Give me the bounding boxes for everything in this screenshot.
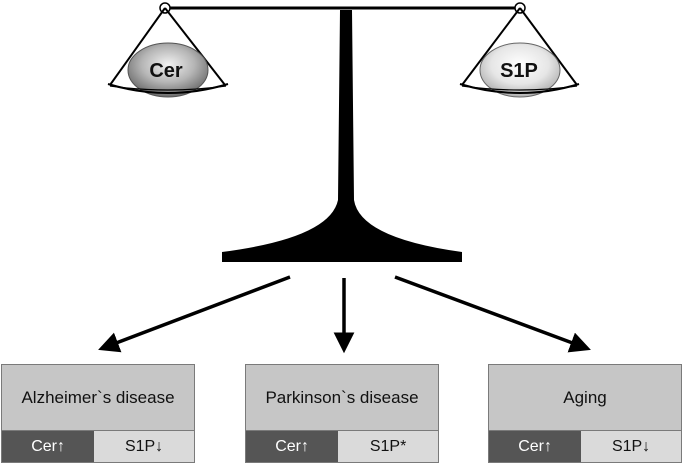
marker-row: Cer↑ S1P↓ xyxy=(2,431,194,462)
arrow-right xyxy=(394,275,591,353)
s1p-cell: S1P↓ xyxy=(581,431,681,462)
s1p-cell: S1P↓ xyxy=(94,431,194,462)
parkinsons-box: Parkinson`s disease Cer↑ S1P* xyxy=(245,364,439,463)
alzheimers-box: Alzheimer`s disease Cer↑ S1P↓ xyxy=(1,364,195,463)
aging-box: Aging Cer↑ S1P↓ xyxy=(488,364,682,463)
box-title: Parkinson`s disease xyxy=(246,365,438,431)
cer-cell: Cer↑ xyxy=(246,431,339,462)
marker-row: Cer↑ S1P* xyxy=(246,431,438,462)
marker-row: Cer↑ S1P↓ xyxy=(489,431,681,462)
cer-cell: Cer↑ xyxy=(2,431,95,462)
arrow-left xyxy=(98,275,291,353)
box-title: Aging xyxy=(489,365,681,431)
right-pan: S1P xyxy=(459,7,580,98)
s1p-cell: S1P* xyxy=(338,431,438,462)
cer-cell: Cer↑ xyxy=(489,431,582,462)
right-pan-label: S1P xyxy=(500,60,538,82)
box-title: Alzheimer`s disease xyxy=(2,365,194,431)
left-pan: Cer xyxy=(107,7,229,98)
scale-stand xyxy=(222,10,462,262)
left-pan-label: Cer xyxy=(149,60,183,82)
